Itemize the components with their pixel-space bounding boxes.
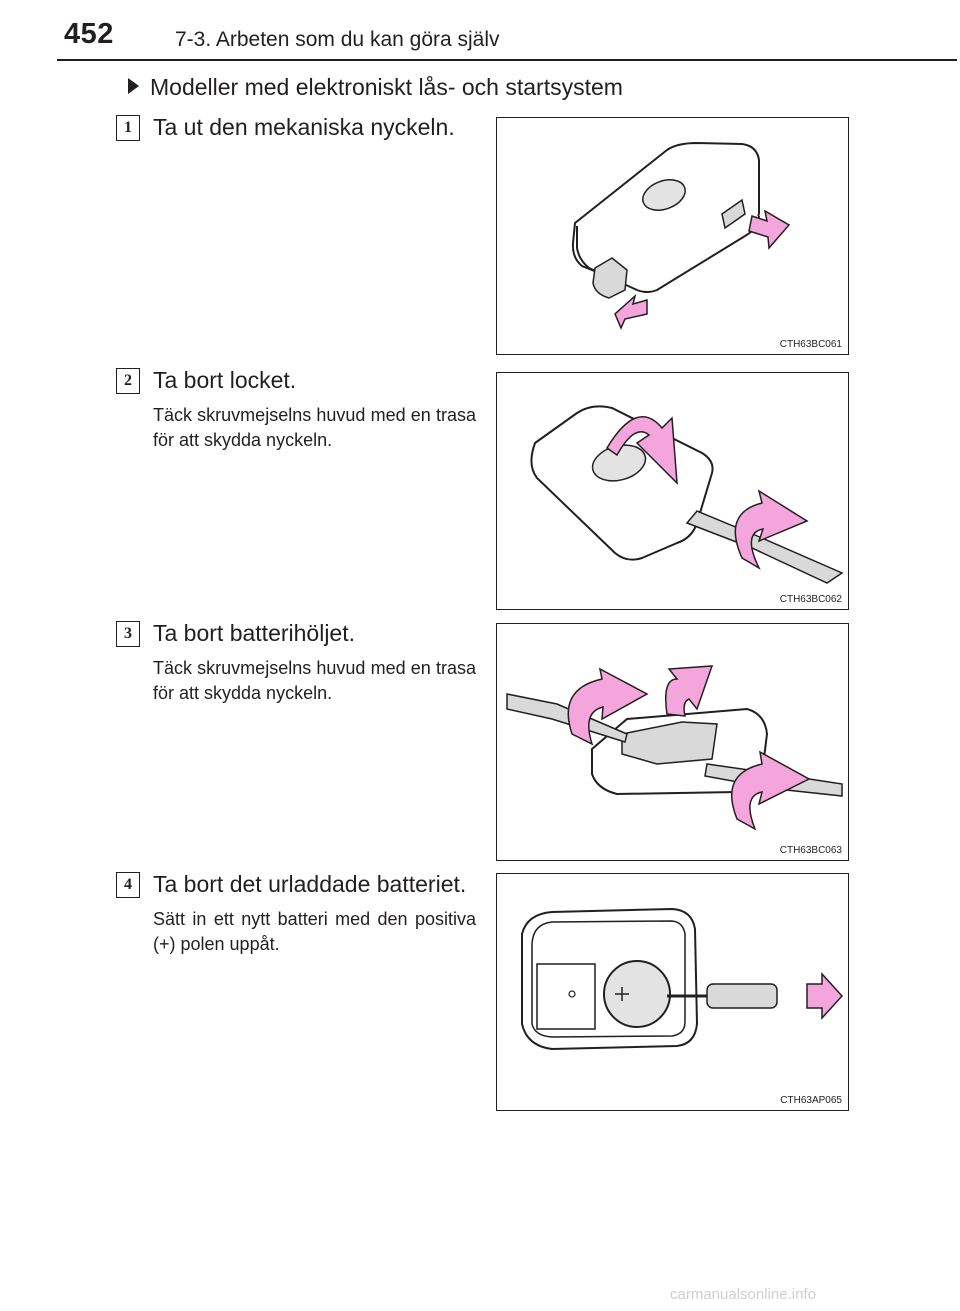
figure-code: CTH63AP065: [780, 1095, 842, 1106]
figure-code: CTH63BC063: [779, 845, 842, 856]
subheading: Modeller med elektroniskt lås- och start…: [128, 74, 623, 101]
page-number: 452: [64, 18, 114, 50]
triangle-bullet-icon: [128, 78, 139, 94]
figure-code: CTH63BC062: [779, 594, 842, 605]
step-note-4: Sätt in ett nytt batteri med den positiv…: [153, 909, 476, 954]
screwdriver-pry-cover-icon: [530, 405, 844, 584]
section-title: 7-3. Arbeten som du kan göra själv: [175, 28, 500, 51]
step-title-2: Ta bort locket.: [153, 367, 297, 393]
step-number-2: 2: [116, 368, 140, 394]
figure-step-1: CTH63BC061: [496, 117, 849, 355]
step-title-4: Ta bort det urladdade batteriet.: [153, 871, 467, 897]
subheading-text: Modeller med elektroniskt lås- och start…: [150, 74, 623, 100]
figure-step-3: CTH63BC063: [496, 623, 849, 861]
figure-code: CTH63BC061: [779, 339, 842, 350]
header-divider: [57, 59, 957, 61]
battery-removal-icon: [521, 907, 844, 1051]
figure-step-4: CTH63AP065: [496, 873, 849, 1111]
screwdriver-pry-battery-cover-icon: [506, 665, 843, 831]
key-fob-remove-key-icon: [571, 141, 791, 330]
step-number-1: 1: [116, 115, 140, 141]
page-header: 452 7-3. Arbeten som du kan göra själv: [0, 0, 960, 61]
step-title-3: Ta bort batterihöljet.: [153, 620, 356, 646]
step-note-2: Täck skruvmejselns huvud med en trasa fö…: [153, 405, 476, 450]
watermark: carmanualsonline.info: [670, 1286, 816, 1303]
step-note-3: Täck skruvmejselns huvud med en trasa fö…: [153, 658, 476, 703]
step-number-4: 4: [116, 872, 140, 898]
figure-step-2: CTH63BC062: [496, 372, 849, 610]
step-number-3: 3: [116, 621, 140, 647]
step-title-1: Ta ut den mekaniska nyckeln.: [153, 114, 455, 140]
